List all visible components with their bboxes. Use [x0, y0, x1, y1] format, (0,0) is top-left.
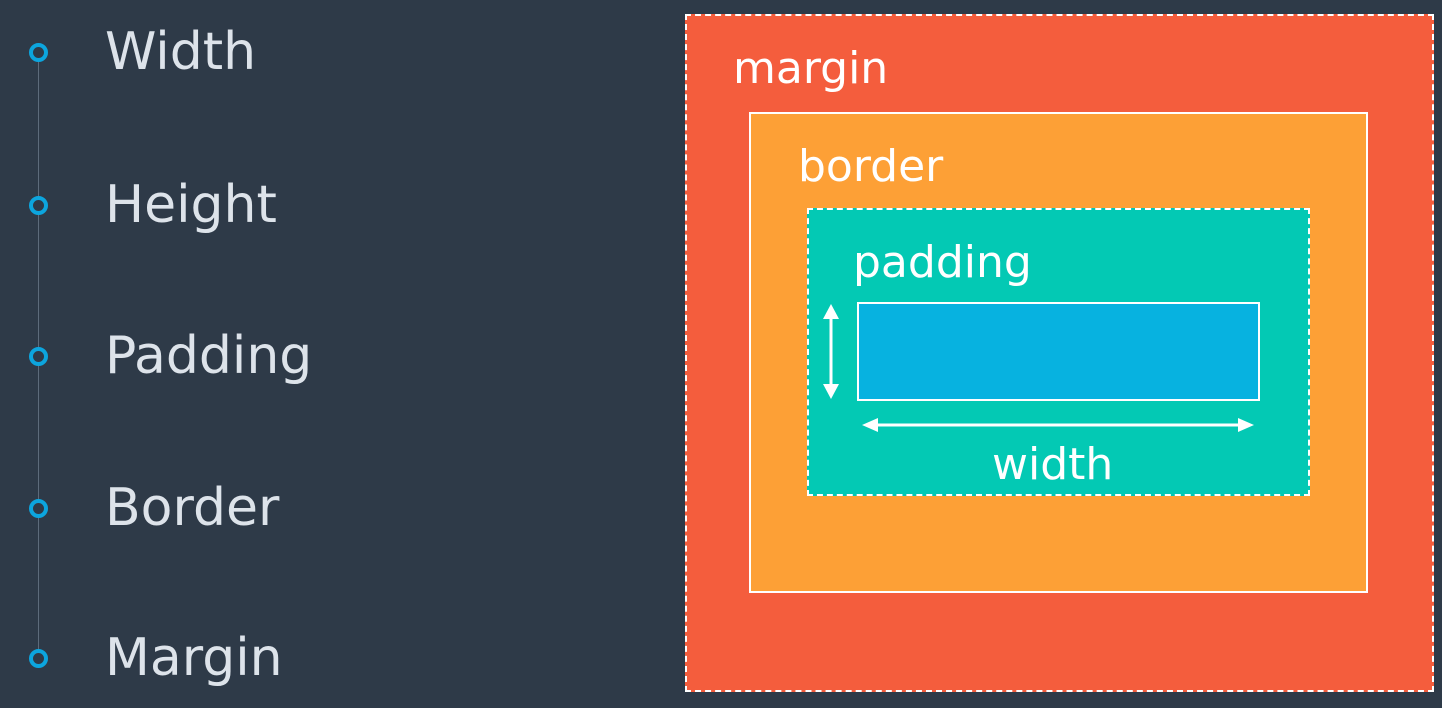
width-arrow-icon [862, 418, 1254, 432]
margin-box [685, 14, 1434, 692]
list-item-label: Border [105, 478, 280, 538]
list-item-label: Margin [105, 628, 283, 688]
list-item-label: Width [105, 22, 257, 82]
margin-label: margin [733, 43, 889, 94]
content-box [857, 302, 1260, 401]
list-item-height: Height [0, 175, 600, 255]
list-item-label: Height [105, 175, 277, 235]
bullet-icon [29, 649, 48, 668]
width-label: width [992, 439, 1114, 490]
list-item-width: Width [0, 22, 600, 102]
border-label: border [798, 141, 944, 192]
padding-label: padding [853, 237, 1032, 288]
bullet-icon [29, 43, 48, 62]
bullet-icon [29, 196, 48, 215]
bullet-icon [29, 499, 48, 518]
list-item-label: Padding [105, 326, 313, 386]
border-box [749, 112, 1368, 593]
property-list: Width Height Padding Border Margin [0, 0, 600, 702]
height-arrow-icon [823, 304, 839, 399]
bullet-icon [29, 347, 48, 366]
list-item-padding: Padding [0, 326, 600, 406]
list-item-margin: Margin [0, 628, 600, 708]
padding-box [807, 208, 1310, 496]
list-item-border: Border [0, 478, 600, 558]
